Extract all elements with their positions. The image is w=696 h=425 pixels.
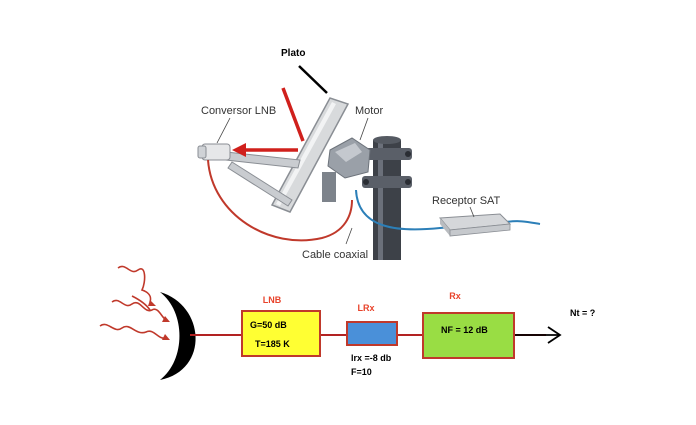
dish	[270, 97, 350, 213]
receptor-label: Receptor SAT	[432, 195, 501, 207]
lnb-temp: T=185 K	[255, 339, 290, 349]
lrx-box	[346, 321, 398, 346]
lnb-converter	[197, 143, 231, 161]
red-pointer-line	[281, 87, 305, 142]
photo-background	[196, 95, 526, 265]
coaxial-cable	[207, 159, 353, 242]
lrx-factor: F=10	[351, 367, 372, 377]
receiver-cable	[355, 189, 541, 231]
motor	[322, 137, 371, 202]
lnb-label: Conversor LNB	[201, 105, 276, 117]
signal-chain: LNB G=50 dB T=185 K LRx lrx =-8 db F=10 …	[99, 265, 595, 380]
lnb-label-pointer	[216, 117, 231, 144]
incoming-waves	[99, 265, 170, 340]
rx-title: Rx	[449, 291, 461, 301]
motor-label-pointer	[359, 117, 369, 141]
lrx-title: LRx	[357, 303, 374, 313]
output-arrowhead	[547, 326, 562, 344]
rx-nf: NF = 12 dB	[441, 325, 488, 335]
lnb-title: LNB	[263, 295, 282, 305]
mount-pole	[362, 136, 412, 260]
dish-reflector	[160, 292, 196, 380]
cable-label-pointer	[345, 227, 353, 245]
lrx-loss: lrx =-8 db	[351, 353, 392, 363]
red-arrow	[232, 143, 298, 157]
cable-label: Cable coaxial	[302, 249, 368, 261]
lnb-box	[241, 310, 321, 357]
receptor-label-pointer	[469, 206, 475, 218]
rx-box	[422, 312, 515, 359]
output-label: Nt = ?	[570, 308, 595, 318]
lnb-gain: G=50 dB	[250, 320, 287, 330]
satellite-photo: Plato Conversor LNB Motor Receptor SAT C…	[196, 48, 541, 265]
receiver-box	[438, 213, 512, 237]
plato-label: Plato	[281, 48, 305, 59]
motor-label: Motor	[355, 105, 383, 117]
plato-pointer-line	[298, 65, 328, 94]
